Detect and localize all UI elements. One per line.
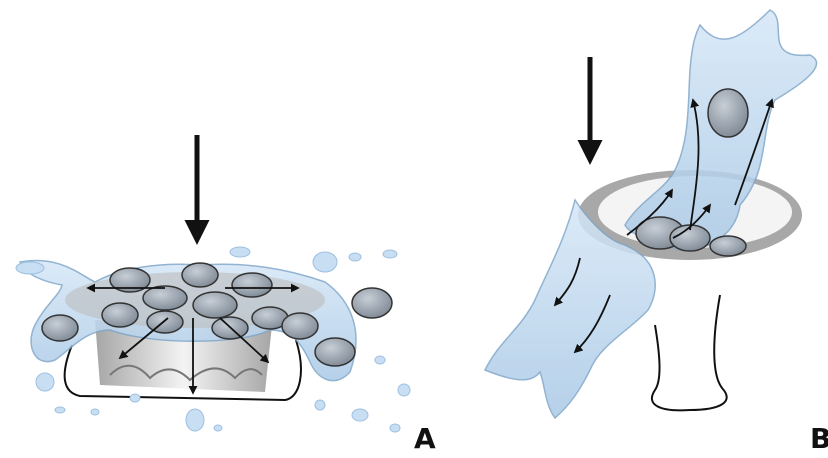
- panel-label-b: B: [810, 425, 828, 453]
- panel-label-a: A: [414, 425, 436, 453]
- stem-b: [652, 295, 727, 410]
- panel-b: [485, 10, 817, 418]
- panel-a: [16, 135, 410, 432]
